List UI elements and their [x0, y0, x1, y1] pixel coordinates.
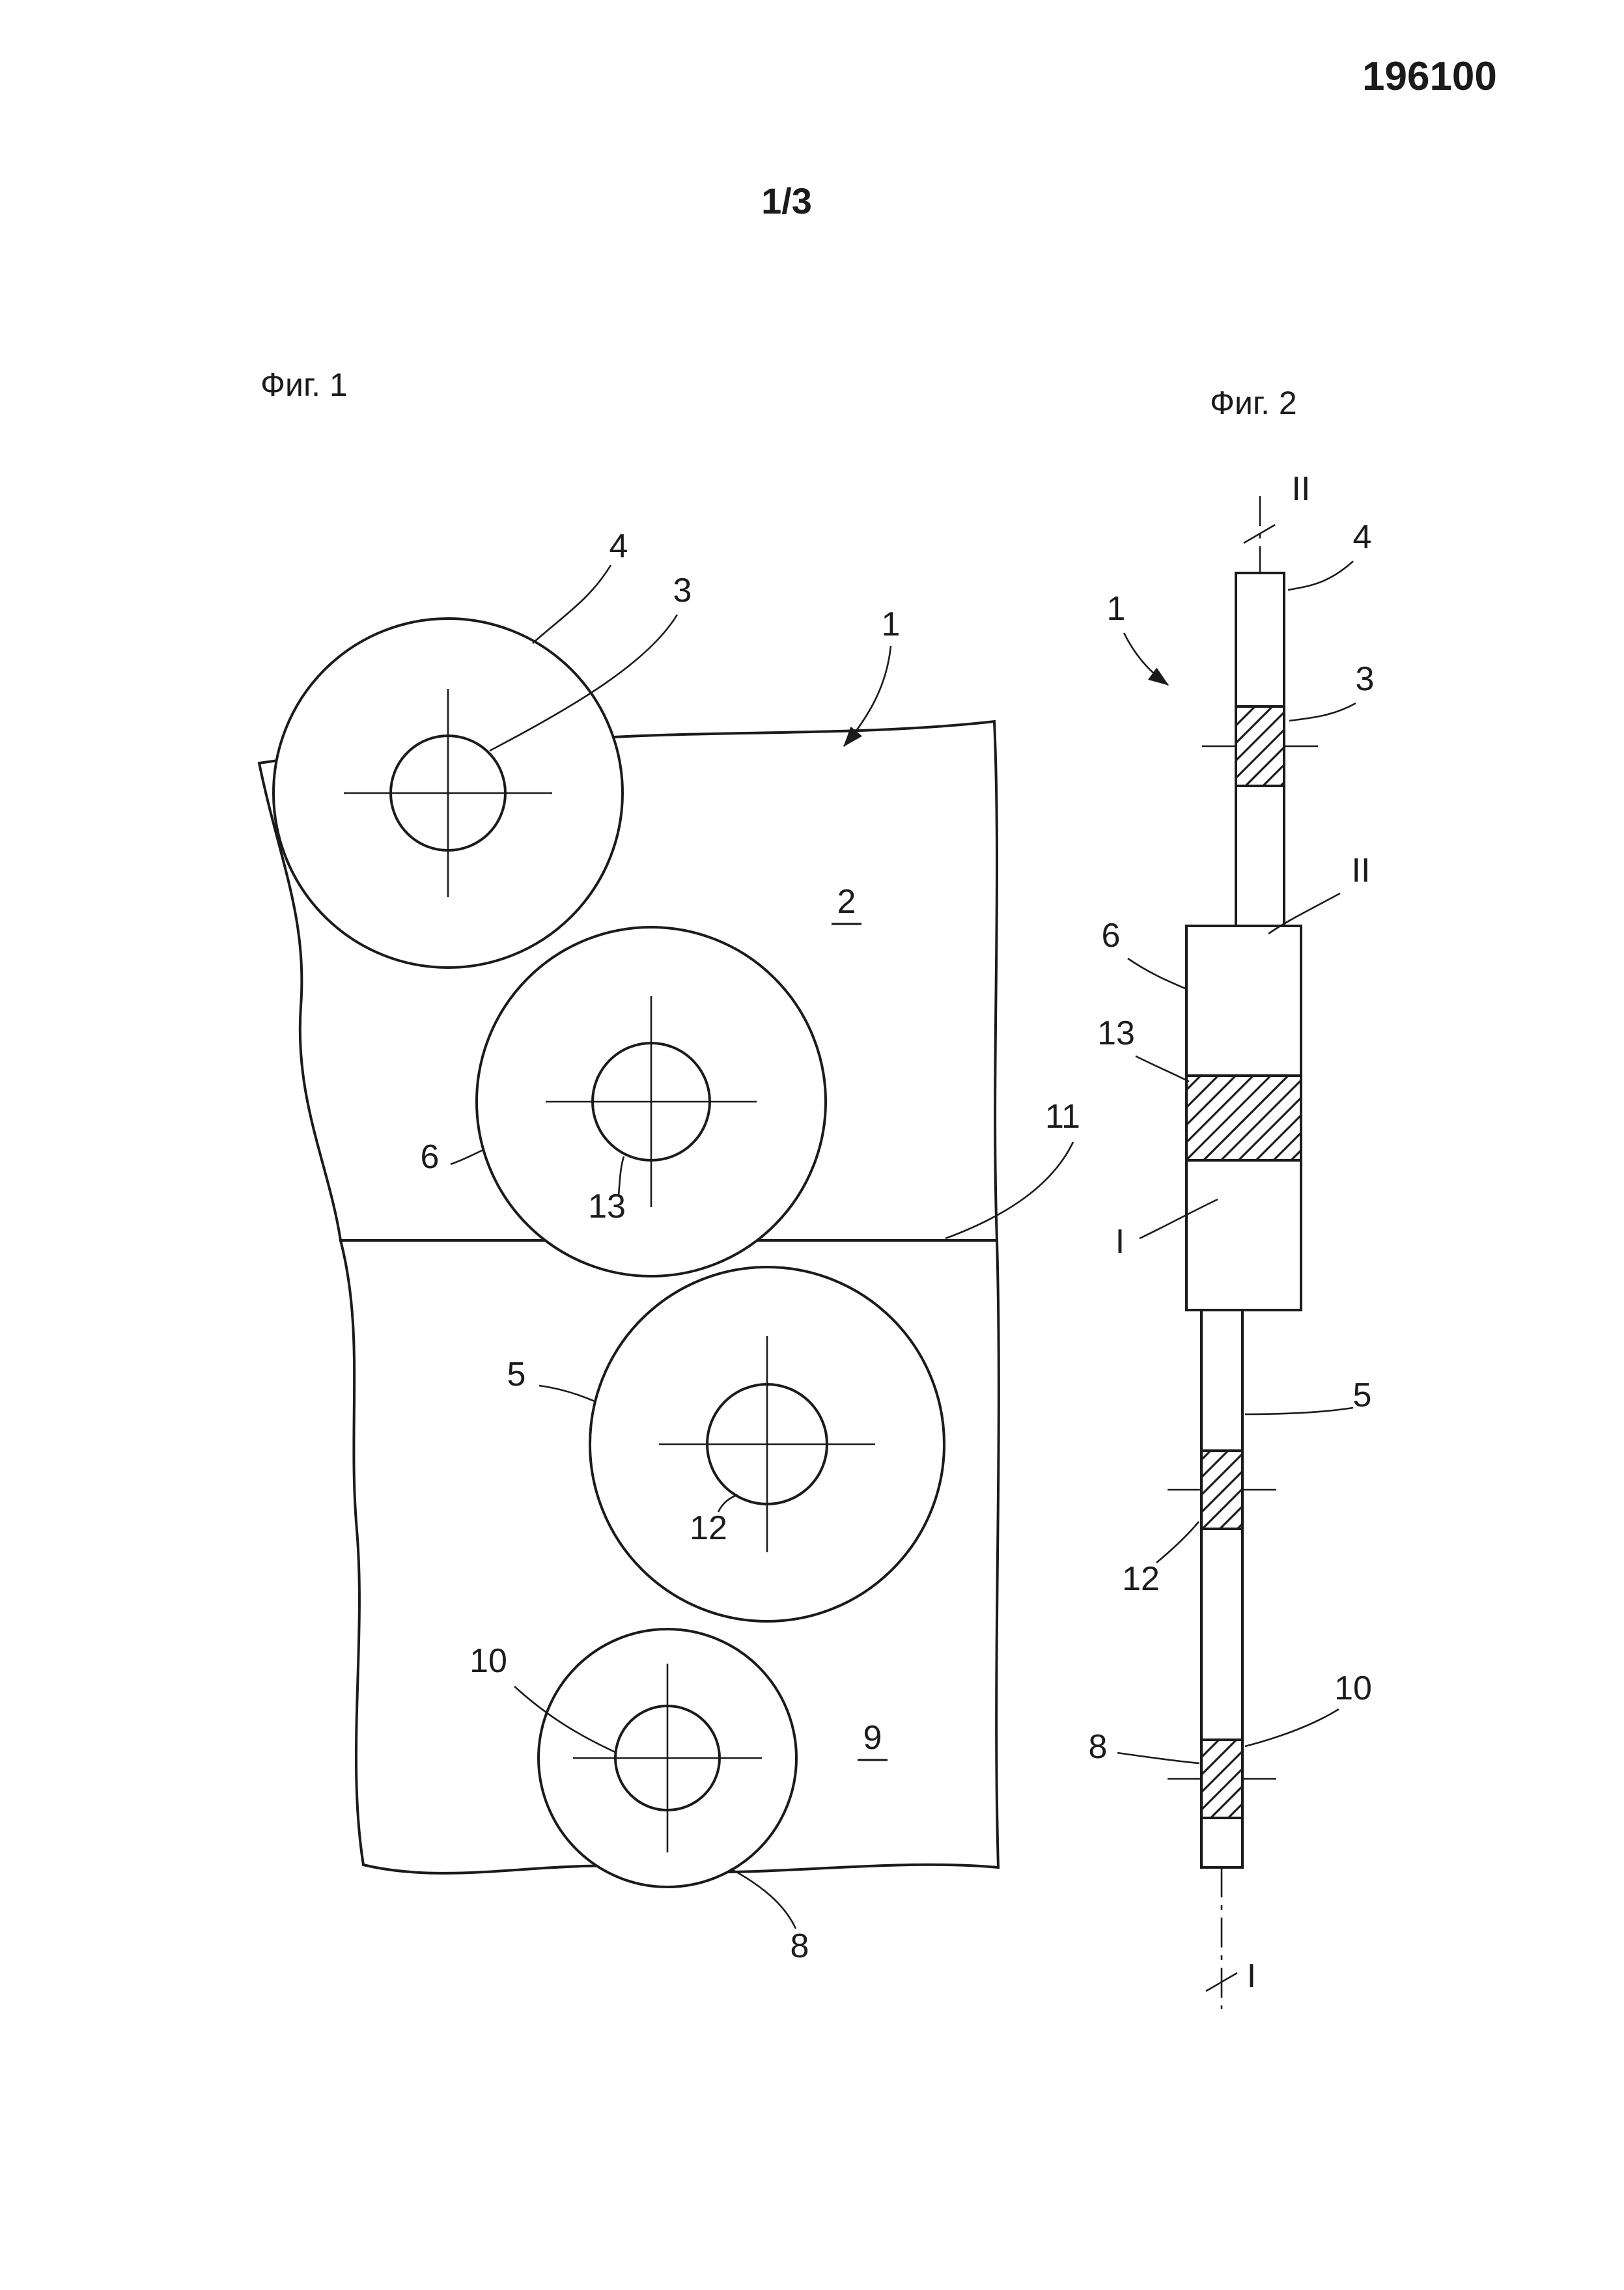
- fig2-label-12: 12: [1122, 1560, 1160, 1598]
- fig2-label-13: 13: [1097, 1014, 1135, 1052]
- fig2-label-4: 4: [1353, 518, 1372, 556]
- fig1-label-13: 13: [588, 1188, 626, 1225]
- fig2-label-3: 3: [1356, 660, 1375, 698]
- leader-to-5: [1244, 1406, 1354, 1416]
- roller-top-left: [272, 617, 624, 969]
- leader-to-8: [1117, 1752, 1200, 1765]
- figure-2: Фиг. 2: [1089, 385, 1375, 2009]
- leader-to-4: [532, 565, 612, 644]
- figure-2-caption: Фиг. 2: [1210, 385, 1297, 421]
- roller-third: [589, 1266, 945, 1623]
- leader-to-10: [514, 1686, 617, 1754]
- fig1-label-5: 5: [507, 1356, 526, 1393]
- fig2-section-II-mid: II: [1352, 852, 1371, 889]
- leader-to-II-mid: [1268, 892, 1341, 935]
- fig1-label-9: 9: [863, 1719, 882, 1757]
- leader-to-3: [1289, 702, 1356, 722]
- fig2-section-I-bottom: I: [1247, 1957, 1256, 1995]
- leader-to-I-left: [1139, 1198, 1218, 1240]
- hatched-section-10: [1200, 1738, 1244, 1819]
- break-tick-bottom: [1205, 1972, 1238, 1992]
- hatched-section-3: [1235, 705, 1285, 787]
- fig1-label-11: 11: [1045, 1098, 1080, 1136]
- fig1-label-12: 12: [690, 1509, 727, 1547]
- figure-1-caption: Фиг. 1: [260, 367, 348, 403]
- leader-to-13: [617, 1156, 625, 1196]
- fig1-label-6: 6: [421, 1138, 440, 1176]
- hatched-section-13: [1185, 1074, 1302, 1162]
- fig1-label-3: 3: [673, 572, 692, 609]
- figure-1: Фиг. 1: [257, 367, 1080, 1965]
- leader-to-11: [945, 1141, 1074, 1240]
- hatched-section-12: [1200, 1449, 1244, 1530]
- fig2-label-6: 6: [1102, 917, 1121, 955]
- leader-to-5: [539, 1384, 595, 1403]
- leader-to-12: [717, 1494, 738, 1513]
- fig2-section-II-top: II: [1292, 470, 1311, 508]
- leader-to-10: [1244, 1708, 1339, 1748]
- fig2-label-10: 10: [1334, 1669, 1372, 1707]
- leader-arrow-to-1: [1123, 632, 1169, 686]
- leader-to-4: [1287, 561, 1354, 591]
- fig2-label-1: 1: [1107, 590, 1126, 628]
- roller-second: [475, 926, 827, 1278]
- fig2-section-I-left: I: [1115, 1223, 1125, 1261]
- fig1-label-8: 8: [791, 1927, 809, 1965]
- leader-to-12: [1156, 1521, 1200, 1563]
- leader-to-13: [1135, 1055, 1190, 1083]
- leader-to-8: [730, 1867, 797, 1929]
- leader-to-6: [450, 1149, 484, 1166]
- fig1-label-4: 4: [609, 527, 628, 565]
- patent-number: 196100: [1362, 54, 1497, 99]
- roller-bottom: [537, 1628, 798, 1888]
- fig1-label-10: 10: [469, 1642, 507, 1680]
- leader-to-6: [1127, 957, 1186, 990]
- leader-to-3: [489, 614, 679, 752]
- fig2-label-8: 8: [1089, 1728, 1108, 1766]
- leader-arrow-to-1: [843, 645, 892, 747]
- fig1-label-2: 2: [837, 883, 856, 921]
- fig2-label-5: 5: [1353, 1376, 1372, 1414]
- fig1-label-1: 1: [882, 606, 901, 643]
- sheet-index: 1/3: [761, 180, 812, 221]
- break-tick-top: [1243, 524, 1276, 544]
